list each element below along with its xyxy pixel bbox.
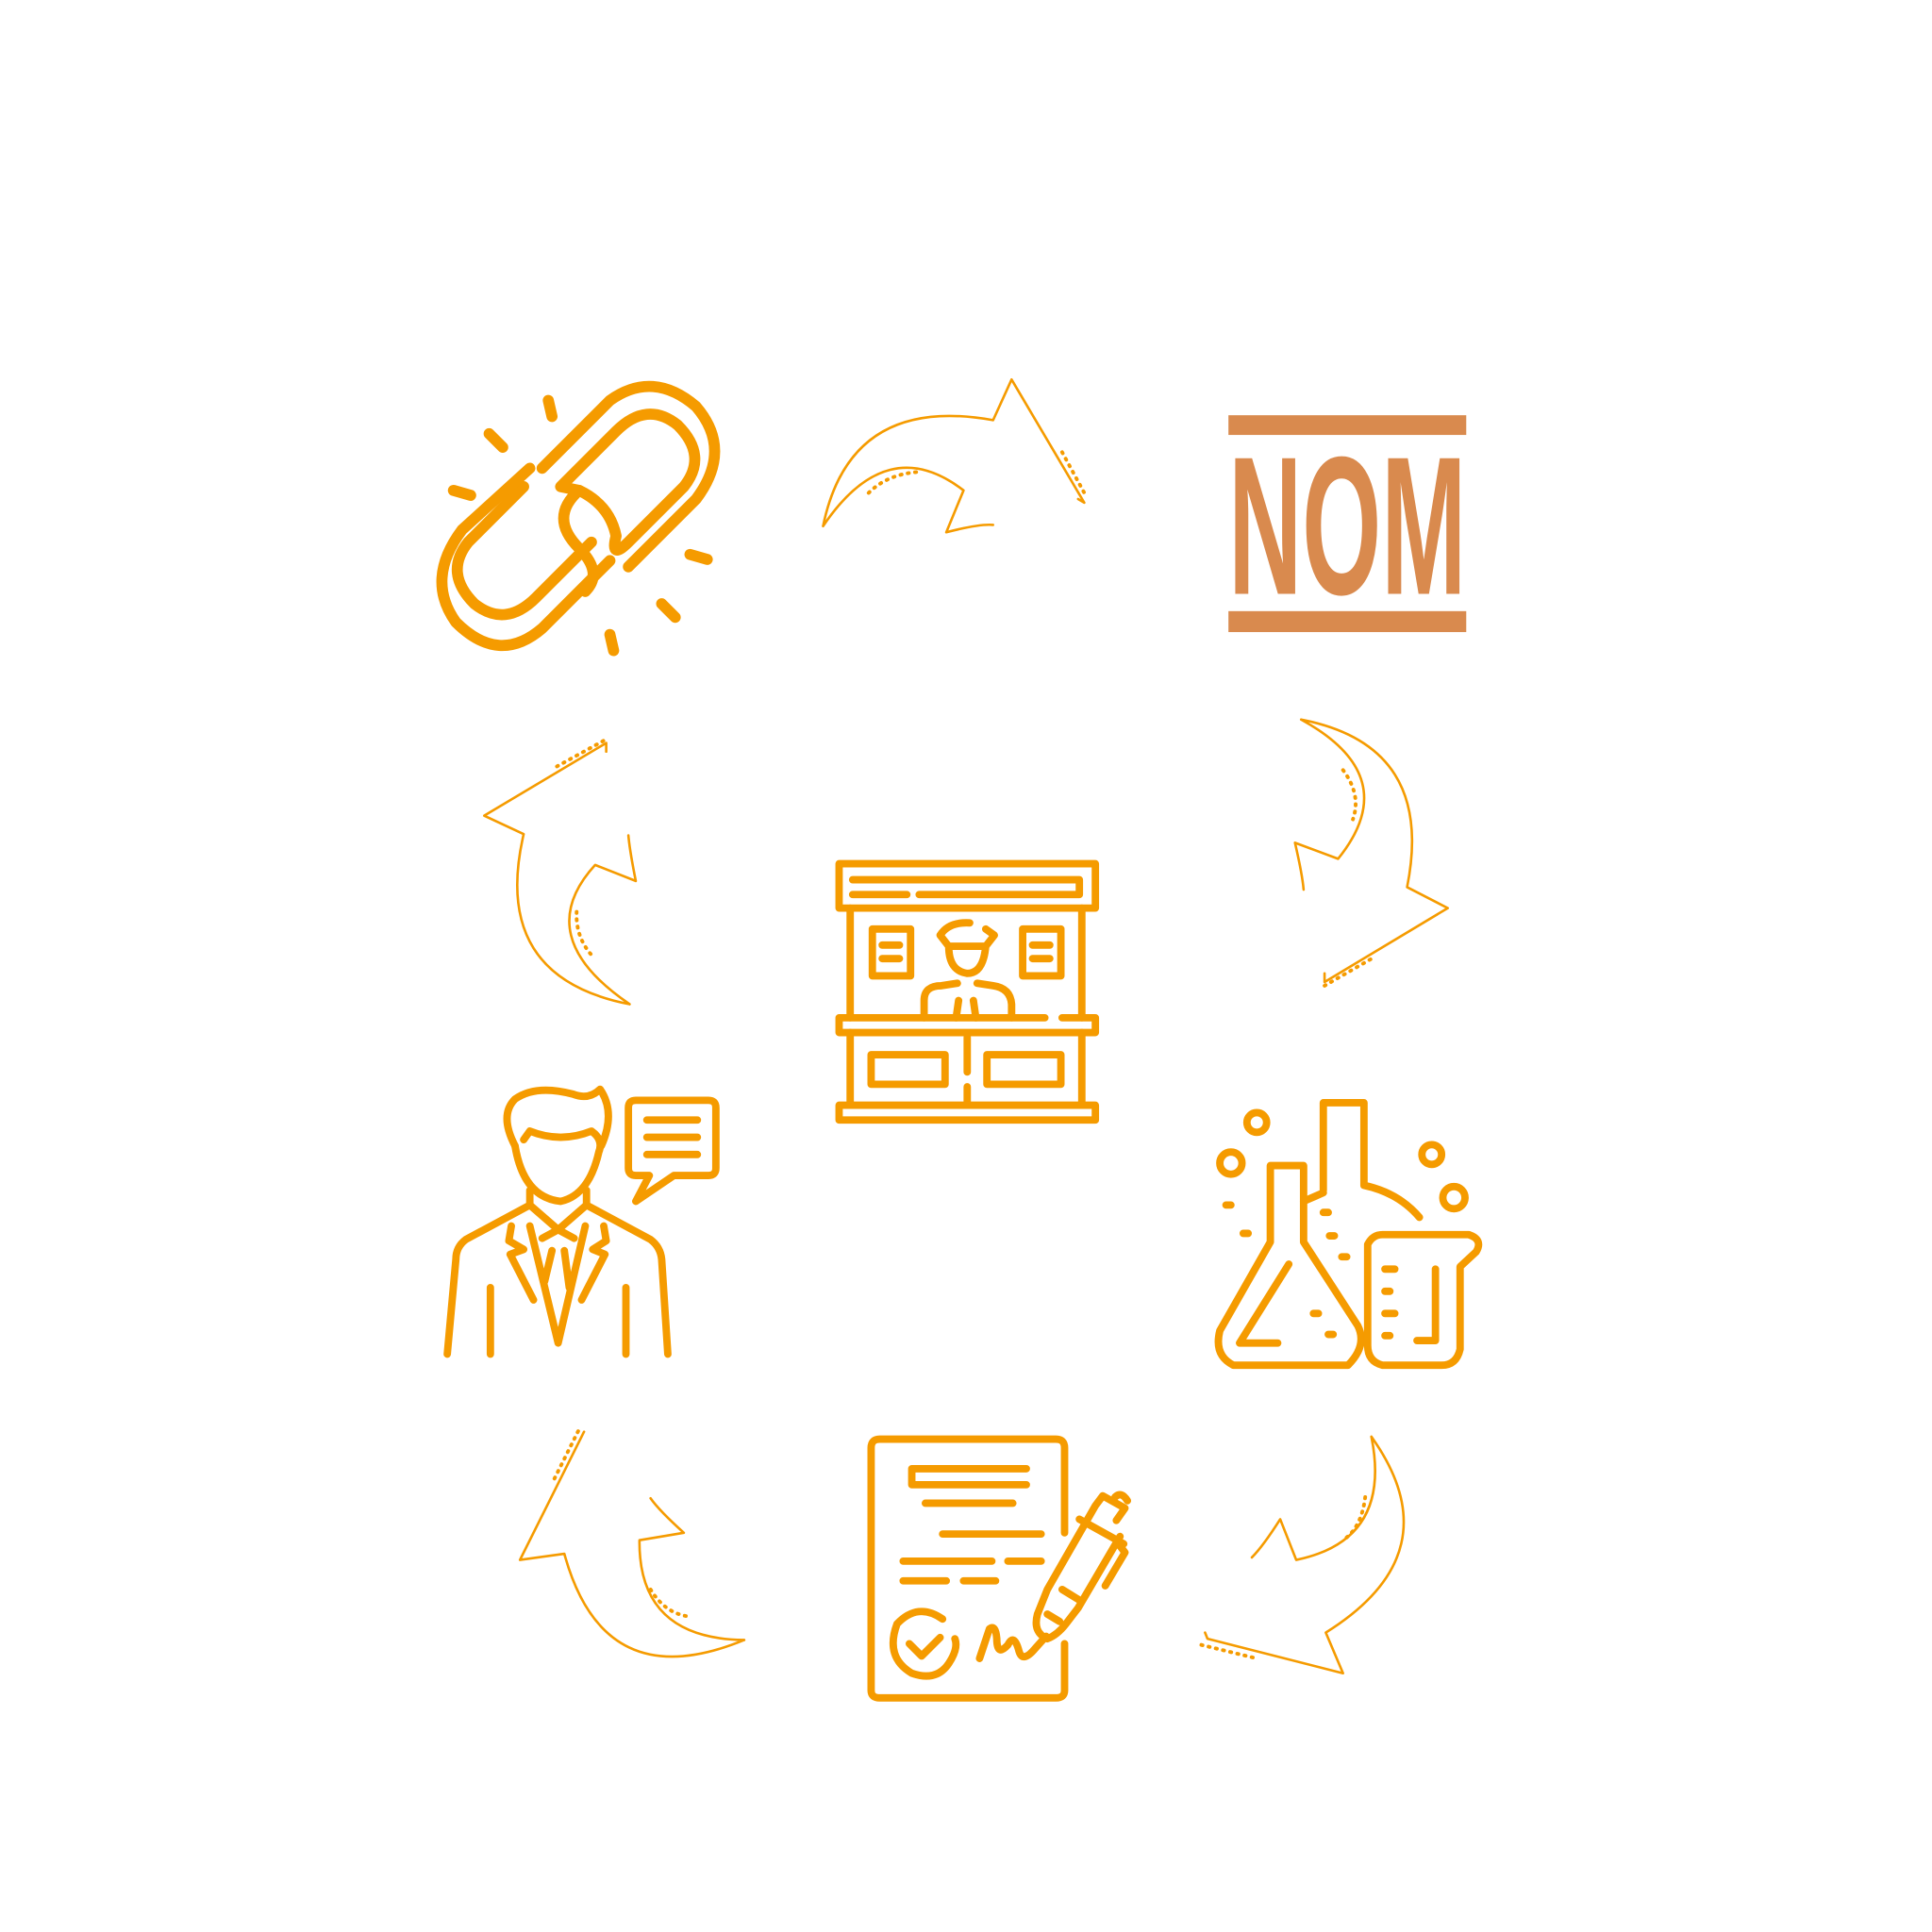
businessman-consultant-icon — [443, 1085, 720, 1358]
arrow-document-to-businessman — [518, 1427, 746, 1658]
arrow-nom-to-lab — [1293, 718, 1449, 988]
storefront-shop-icon — [835, 859, 1100, 1124]
laboratory-flasks-icon — [1214, 1099, 1483, 1370]
nom-logo-text: NOM — [1228, 417, 1466, 637]
arrow-businessman-to-chain — [482, 737, 638, 1006]
arrow-chain-to-nom — [822, 377, 1087, 534]
broken-chain-link-icon — [436, 380, 721, 657]
nom-logo: NOM — [1228, 415, 1467, 637]
arrow-lab-to-document — [1199, 1435, 1406, 1675]
signed-document-icon — [867, 1435, 1132, 1702]
